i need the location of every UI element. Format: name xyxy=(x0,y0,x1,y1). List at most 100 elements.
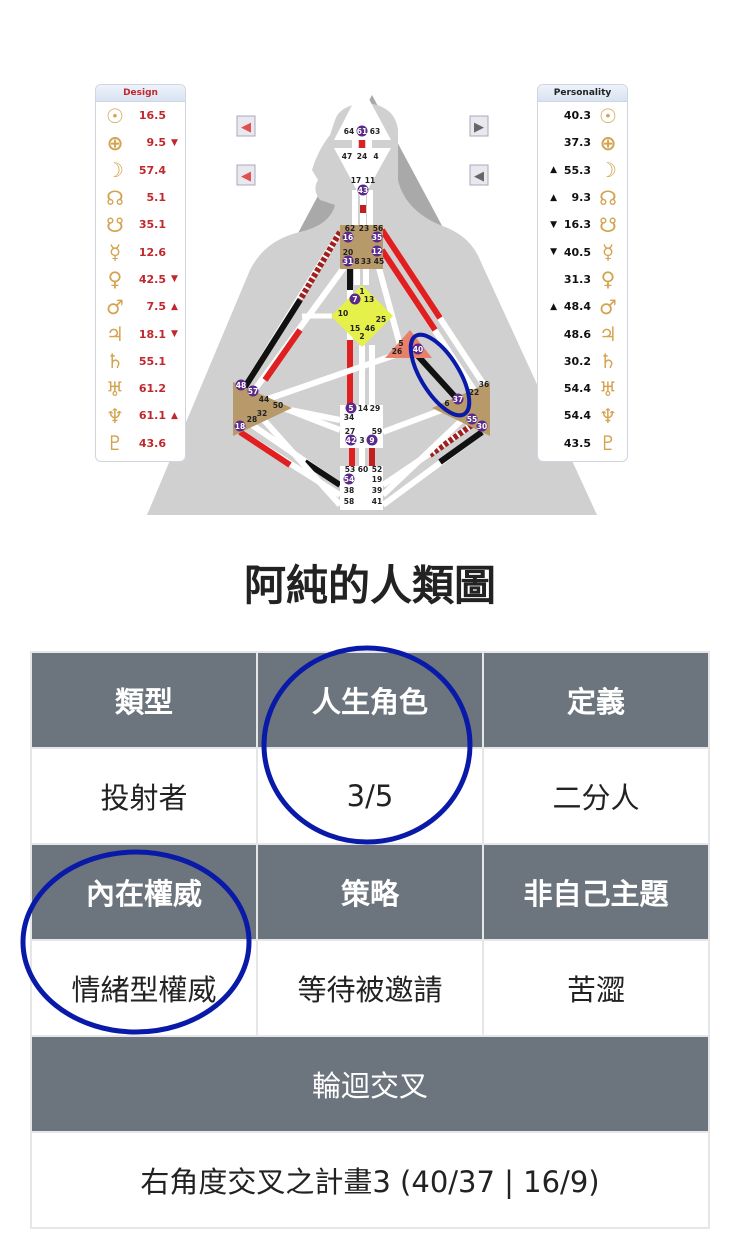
personality-arrow-bottom[interactable] xyxy=(469,164,489,186)
gate-41: 41 xyxy=(372,497,382,506)
gate-line-value: 42.5 xyxy=(138,272,166,286)
gate-44: 44 xyxy=(259,395,269,404)
gate-37: 37 xyxy=(453,395,463,404)
gate-11: 11 xyxy=(365,176,375,185)
gate-9: 9 xyxy=(369,436,374,445)
gate-59: 59 xyxy=(372,427,382,436)
planet-row-venus: 31.3♀ xyxy=(538,266,627,293)
gate-line-value: 35.1 xyxy=(138,218,166,232)
exaltation-arrow: ▼ xyxy=(550,247,557,258)
personality-title: Personality xyxy=(538,85,627,102)
planet-row-saturn: 30.2 ♄ xyxy=(538,348,627,375)
planet-row-mercury: ☿ 12.6 xyxy=(96,238,185,265)
design-arrow-bottom[interactable] xyxy=(236,164,256,186)
gate-50: 50 xyxy=(273,401,283,410)
gate-30: 30 xyxy=(477,422,487,431)
exaltation-arrow: ▲ xyxy=(550,192,557,203)
neptune-icon: ♆ xyxy=(599,403,617,428)
planet-row-north-node: ▲9.3☊ xyxy=(538,184,627,211)
gate-62: 62 xyxy=(345,224,355,233)
gate-56: 56 xyxy=(373,224,383,233)
planet-row-neptune: ♆61.1▲ xyxy=(96,402,185,429)
gate-45: 45 xyxy=(374,257,384,266)
active-gate-marker xyxy=(345,402,357,414)
active-gate-marker xyxy=(247,385,259,397)
gate-19: 19 xyxy=(372,475,382,484)
gate-line-value: 16.5 xyxy=(138,109,166,123)
gate-54: 54 xyxy=(344,475,354,484)
planet-row-earth: ⊕9.5▼ xyxy=(96,129,185,156)
gate-5: 5 xyxy=(348,404,353,413)
gate-4: 4 xyxy=(373,152,378,161)
exaltation-arrow: ▲ xyxy=(171,410,178,421)
gate-24: 24 xyxy=(357,152,367,161)
gate-23: 23 xyxy=(359,224,369,233)
planet-row-sun: ☉ 16.5 xyxy=(96,102,185,129)
uranus-icon: ♅ xyxy=(599,376,617,401)
arrow-buttons: ◀ ◀ ▶ ◀ xyxy=(236,115,489,186)
arrow-left-icon: ◀ xyxy=(241,120,251,135)
gate-15: 15 xyxy=(350,324,360,333)
gate-53: 53 xyxy=(345,465,355,474)
exaltation-arrow: ▲ xyxy=(171,301,178,312)
active-gate-marker xyxy=(371,245,383,257)
profile-value: 3/5 xyxy=(256,747,484,845)
arrow-left-icon: ◀ xyxy=(474,169,484,184)
gate-31: 31 xyxy=(343,257,353,266)
gate-58: 58 xyxy=(344,497,354,506)
jupiter-icon: ♃ xyxy=(599,322,617,347)
gate-line-value: 12.6 xyxy=(138,245,166,259)
north-node-icon: ☊ xyxy=(599,185,617,210)
planet-row-jupiter: 48.6♃ xyxy=(538,320,627,347)
not-self-label: 非自己主題 xyxy=(482,843,710,941)
venus-icon: ♀ xyxy=(107,267,123,292)
gate-line-value: 7.5 xyxy=(146,300,167,314)
sun-icon: ☉ xyxy=(599,103,617,128)
planet-row-south-node: ▼16.3☋ xyxy=(538,211,627,238)
mercury-icon: ☿ xyxy=(601,240,615,265)
gate-line-value: 30.2 xyxy=(563,354,591,368)
gate-26: 26 xyxy=(392,347,402,356)
gate-40: 40 xyxy=(413,345,423,354)
gate-47: 47 xyxy=(342,152,352,161)
active-gate-marker xyxy=(345,434,357,446)
design-arrow-top[interactable] xyxy=(236,115,256,137)
gate-line-value: 54.4 xyxy=(563,409,591,423)
gate-32: 32 xyxy=(257,409,267,418)
strategy-label: 策略 xyxy=(256,843,484,941)
neptune-icon: ♆ xyxy=(106,403,124,428)
gate-48: 48 xyxy=(236,381,246,390)
strategy-value: 等待被邀請 xyxy=(256,939,484,1037)
saturn-icon: ♄ xyxy=(599,349,617,374)
planet-row-moon: ▲55.3☽ xyxy=(538,157,627,184)
gate-39: 39 xyxy=(372,486,382,495)
authority-value: 情緒型權威 xyxy=(30,939,258,1037)
gate-7: 7 xyxy=(352,295,357,304)
planet-row-neptune: 54.4 ♆ xyxy=(538,402,627,429)
mars-icon: ♂ xyxy=(599,294,617,319)
planet-row-uranus: 54.4♅ xyxy=(538,375,627,402)
personality-panel: Personality 40.3☉37.3⊕▲55.3☽▲9.3☊▼16.3☋▼… xyxy=(537,84,628,462)
planet-row-mars: ♂7.5▲ xyxy=(96,293,185,320)
gate-line-value: 40.5 xyxy=(563,245,591,259)
summary-table: 類型 人生角色 定義 投射者 3/5 二分人 內在權威 策略 非自己主題 情緒型… xyxy=(30,651,710,1229)
active-gate-marker xyxy=(343,473,355,485)
gate-38: 38 xyxy=(344,486,354,495)
mercury-icon: ☿ xyxy=(108,240,122,265)
arrow-left-icon: ◀ xyxy=(241,169,251,184)
gate-line-value: 18.1 xyxy=(138,327,166,341)
active-gate-marker xyxy=(366,434,378,446)
gate-17: 17 xyxy=(351,176,361,185)
active-gate-marker xyxy=(349,293,361,305)
gate-28: 28 xyxy=(247,415,257,424)
planet-row-venus: ♀42.5▼ xyxy=(96,266,185,293)
sun-icon: ☉ xyxy=(106,103,124,128)
personality-arrow-top[interactable] xyxy=(469,115,489,137)
gate-6: 6 xyxy=(444,399,449,408)
gate-20: 20 xyxy=(343,248,353,257)
design-title: Design xyxy=(96,85,185,102)
gate-34: 34 xyxy=(344,413,354,422)
bodygraph-chart: ◀ ◀ ▶ ◀ xyxy=(147,86,597,515)
pluto-icon: ♇ xyxy=(599,431,617,456)
moon-icon: ☽ xyxy=(599,158,617,183)
